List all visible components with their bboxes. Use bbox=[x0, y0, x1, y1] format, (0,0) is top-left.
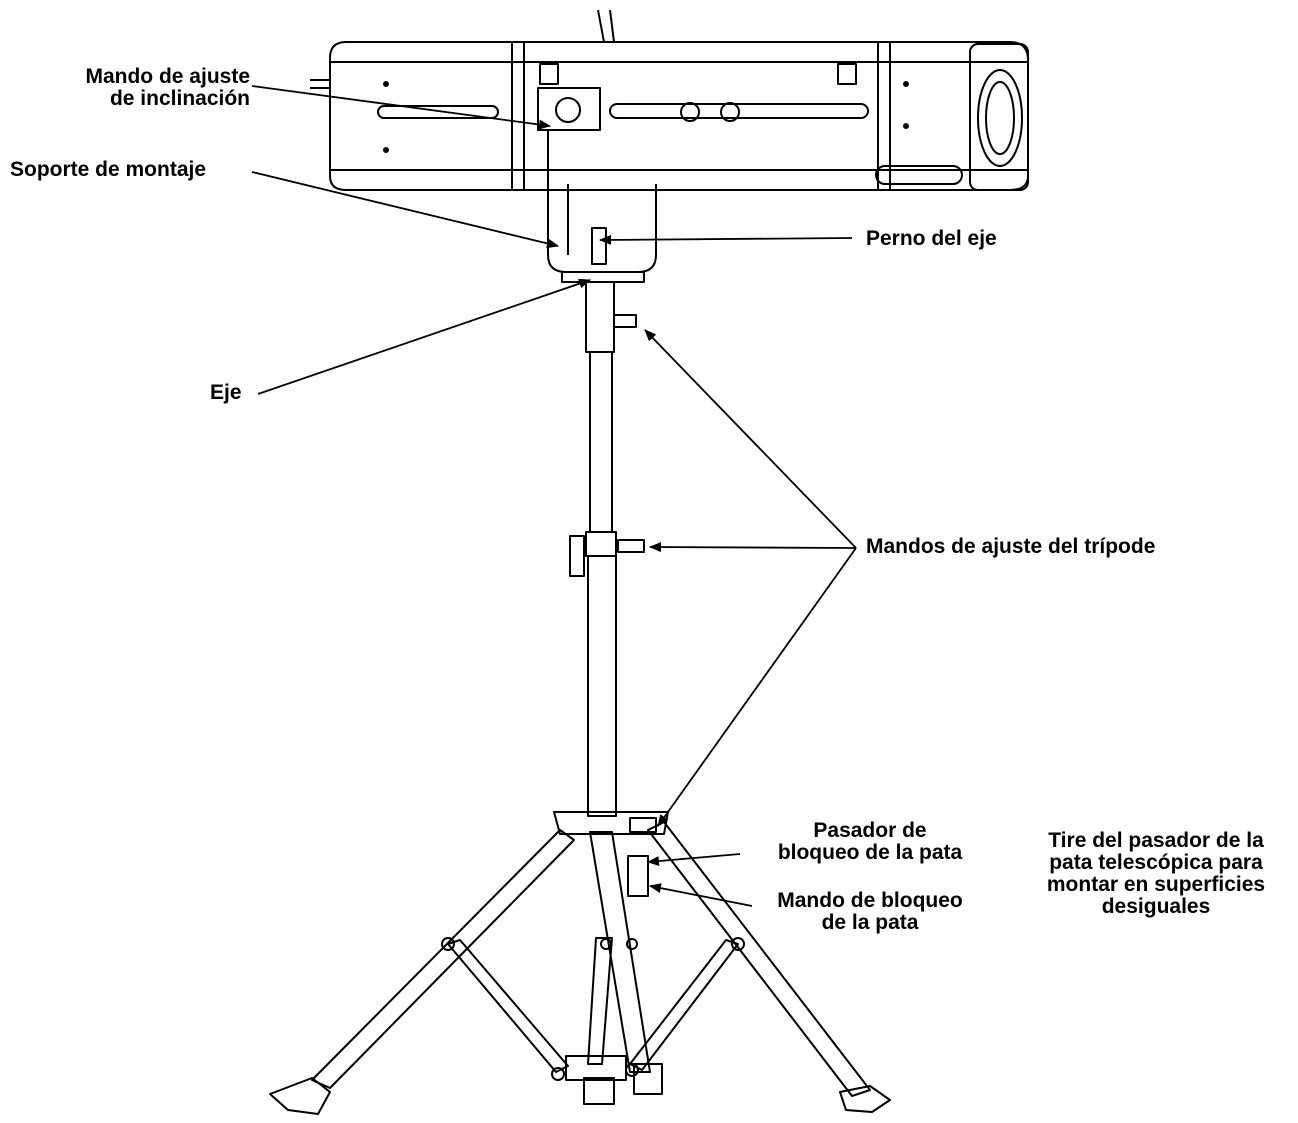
shaft-label: Eje bbox=[210, 381, 242, 404]
callout-lines bbox=[251, 85, 857, 907]
tripod-knobs-label: Mandos de ajuste del trípode bbox=[866, 535, 1156, 558]
shaft-pin-label: Perno del eje bbox=[866, 227, 997, 250]
mounting-bracket-label: Soporte de montaje bbox=[10, 158, 207, 181]
shaft-callout bbox=[257, 278, 591, 395]
leg-lock-pin-callout bbox=[647, 853, 741, 867]
leg-lock-knob-callout bbox=[649, 883, 753, 907]
shaft-pin-callout bbox=[599, 234, 853, 245]
tripod-knob-callout-bottom bbox=[657, 547, 857, 827]
leg-lock-knob-label: Mando de bloqueo de la pata bbox=[777, 889, 963, 934]
followspot-body bbox=[310, 9, 1029, 191]
tripod-knob-callout-mid bbox=[649, 542, 857, 553]
mounting-yoke bbox=[547, 130, 657, 283]
tripod-mast bbox=[569, 281, 657, 833]
telescopic-note-label: Tire del pasador de la pata telescópica … bbox=[1046, 829, 1266, 918]
tripod-knob-callout-top bbox=[644, 329, 857, 549]
leg-lock-pin-label: Pasador de bloqueo de la pata bbox=[777, 819, 963, 864]
mounting-bracket-callout bbox=[251, 171, 559, 249]
tilt-knob-label: Mando de ajuste de inclinación bbox=[85, 65, 250, 110]
tilt-knob-callout bbox=[251, 85, 551, 130]
